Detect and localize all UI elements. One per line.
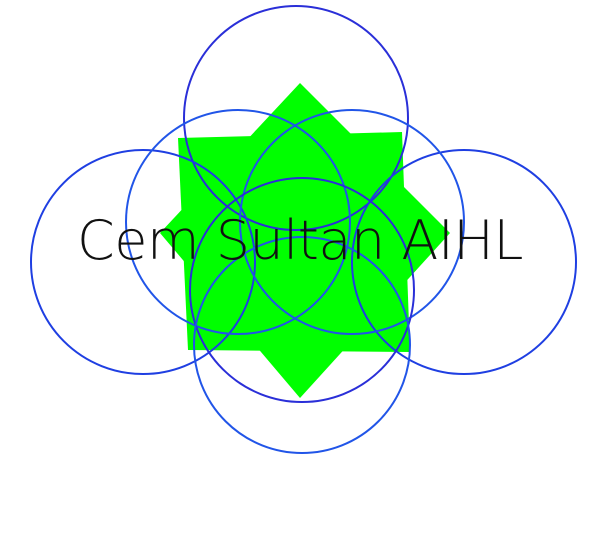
ring-right-outer	[351, 149, 577, 375]
ring-center-low	[189, 177, 415, 403]
logo-text: Cem Sultan AIHL	[77, 209, 523, 272]
eight-point-star-icon	[160, 83, 450, 398]
ring-left-outer	[30, 149, 256, 375]
ring-right-inner	[239, 109, 465, 335]
star-square-upright	[178, 132, 410, 352]
interlocking-rings-icon	[30, 5, 577, 454]
ring-bottom	[193, 236, 411, 454]
ring-top	[183, 5, 409, 231]
ring-left-inner	[125, 109, 351, 335]
